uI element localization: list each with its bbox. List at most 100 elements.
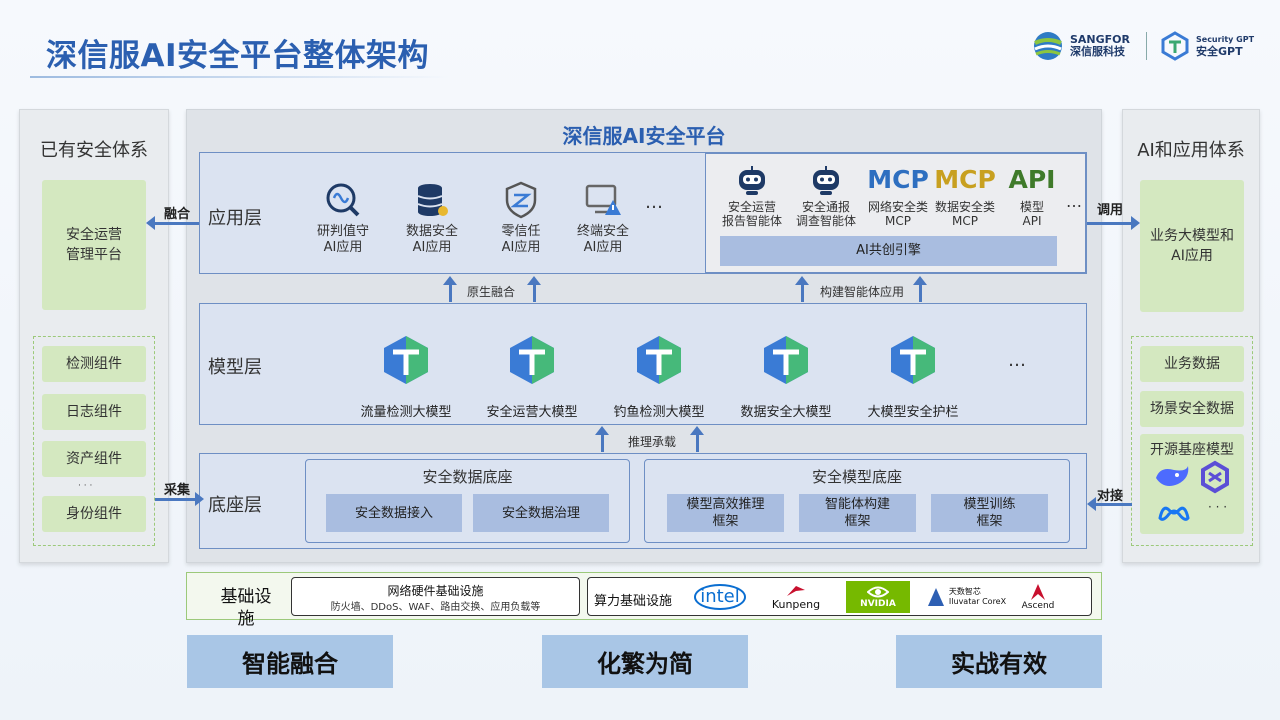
build-agent-label: 构建智能体应用 — [820, 285, 905, 299]
mcp-data-icon: MCP — [934, 165, 996, 194]
agent-data-mcp-label: 数据安全类 MCP — [934, 200, 995, 228]
iluvatar-text: 天数智芯 Iluvatar CoreX — [948, 587, 1007, 606]
app-endpoint: 终端安全 AI应用 — [560, 180, 646, 256]
meta-icon — [1158, 506, 1190, 521]
research-search-icon — [323, 180, 363, 220]
model-layer-label: 模型层 — [208, 357, 262, 378]
collect-arrow — [155, 492, 204, 506]
arrow-up-2 — [527, 276, 541, 302]
data-ingest: 安全数据接入 — [326, 494, 462, 532]
open-source-more: · · · — [1208, 500, 1228, 514]
ascend-text: Ascend — [1021, 601, 1055, 611]
endpoint-warning-icon — [583, 180, 623, 220]
ascend-icon — [1031, 584, 1045, 600]
arrow-up-6 — [690, 426, 704, 452]
network-infra-title: 网络硬件基础设施 — [387, 584, 484, 598]
sangfor-globe-icon — [1034, 32, 1062, 60]
data-governance: 安全数据治理 — [473, 494, 609, 532]
native-fusion-label: 原生融合 — [467, 285, 516, 299]
agent-ops-report-label: 安全运营 报告智能体 — [721, 200, 782, 228]
arrow-up-4 — [913, 276, 927, 302]
model-data-security: 数据安全大模型 — [721, 333, 851, 420]
agent-data-mcp: MCP 数据安全类 MCP — [929, 164, 1001, 228]
qwen-icon — [1201, 460, 1229, 494]
agent-network-mcp-label: 网络安全类 MCP — [867, 200, 928, 228]
call-label: 调用 — [1097, 203, 1124, 218]
agent-ops-report: 安全运营 报告智能体 — [716, 164, 788, 228]
arrow-up-3 — [795, 276, 809, 302]
collect-label: 采集 — [164, 483, 191, 498]
component-asset: 资产组件 — [42, 441, 146, 477]
app-more: … — [645, 192, 663, 213]
security-gpt-cn: 安全GPT — [1196, 45, 1243, 58]
fuse-label: 融合 — [164, 207, 191, 222]
security-gpt-icon — [1161, 31, 1189, 61]
model-cube-icon — [384, 336, 428, 384]
connect-label: 对接 — [1097, 489, 1124, 504]
value-intelligent-fusion: 智能融合 — [187, 635, 393, 688]
biz-data: 业务数据 — [1140, 346, 1244, 382]
existing-security-title: 已有安全体系 — [40, 140, 148, 161]
security-data-base-title: 安全数据底座 — [422, 468, 513, 486]
training-framework: 模型训练 框架 — [931, 494, 1048, 532]
app-endpoint-line2: AI应用 — [583, 240, 623, 255]
kunpeng-logo: Kunpeng — [758, 582, 834, 612]
app-research-line2: AI应用 — [323, 240, 363, 255]
title-underline — [30, 76, 450, 78]
model-cube-icon — [764, 336, 808, 384]
network-infra-sub: 防火墙、DDoS、WAF、路由交换、应用负载等 — [330, 602, 541, 613]
scene-security-data: 场景安全数据 — [1140, 391, 1244, 427]
model-traffic-label: 流量检测大模型 — [360, 405, 452, 420]
app-zero-trust-line1: 零信任 — [501, 224, 541, 239]
agents-more: … — [1066, 192, 1082, 211]
model-cube-icon — [510, 336, 554, 384]
app-data-security: 数据安全 AI应用 — [389, 180, 475, 256]
security-gpt-logo: Security GPT 安全GPT — [1160, 30, 1254, 62]
page-title: 深信服AI安全平台整体架构 — [46, 38, 430, 74]
robot-icon — [716, 164, 788, 196]
agent-model-api-label: 模型 API — [1019, 200, 1044, 228]
fuse-arrow — [146, 216, 199, 230]
sangfor-name-cn: 深信服科技 — [1070, 45, 1125, 58]
value-practical: 实战有效 — [896, 635, 1102, 688]
agent-network-mcp: MCP 网络安全类 MCP — [862, 164, 934, 228]
intel-text: intel — [694, 584, 746, 610]
ai-co-creation-engine: AI共创引擎 — [720, 236, 1057, 266]
app-zero-trust-line2: AI应用 — [501, 240, 541, 255]
call-arrow — [1087, 216, 1140, 230]
robot-icon — [790, 164, 862, 196]
zero-trust-shield-icon — [501, 180, 541, 220]
model-phishing: 钓鱼检测大模型 — [594, 333, 724, 420]
model-cube-icon — [637, 336, 681, 384]
infra-label: 基础设 施 — [220, 587, 272, 629]
app-data-security-line1: 数据安全 — [405, 224, 458, 239]
deepseek-whale-icon — [1156, 466, 1189, 486]
sangfor-name-en: SANGFOR — [1070, 33, 1131, 46]
compute-infra-box — [587, 577, 1092, 616]
model-ops: 安全运营大模型 — [467, 333, 597, 420]
arrow-up-1 — [443, 276, 457, 302]
arrow-up-5 — [595, 426, 609, 452]
app-research-line1: 研判值守 — [316, 224, 369, 239]
app-layer-label: 应用层 — [208, 208, 262, 229]
brand-separator — [1146, 32, 1147, 60]
connect-arrow — [1087, 497, 1132, 511]
model-traffic: 流量检测大模型 — [341, 333, 471, 420]
model-guardrail: 大模型安全护栏 — [848, 333, 978, 420]
models-more: … — [1008, 350, 1026, 371]
kunpeng-text: Kunpeng — [771, 597, 821, 611]
ai-app-system-title: AI和应用体系 — [1137, 140, 1245, 161]
app-data-security-line2: AI应用 — [412, 240, 452, 255]
data-group — [1131, 336, 1253, 546]
ai-security-platform-title: 深信服AI安全平台 — [562, 124, 726, 148]
agent-model-api: API 模型 API — [996, 164, 1068, 228]
kunpeng-bird-icon — [787, 585, 805, 596]
inference-label: 推理承载 — [628, 435, 677, 449]
inference-framework: 模型高效推理 框架 — [667, 494, 784, 532]
compute-infra-label: 算力基础设施 — [594, 594, 673, 609]
component-identity: 身份组件 — [42, 496, 146, 532]
agent-framework: 智能体构建 框架 — [799, 494, 916, 532]
intel-logo: intel — [694, 580, 746, 614]
security-model-base-title: 安全模型底座 — [811, 468, 902, 486]
app-endpoint-line1: 终端安全 — [576, 224, 629, 239]
